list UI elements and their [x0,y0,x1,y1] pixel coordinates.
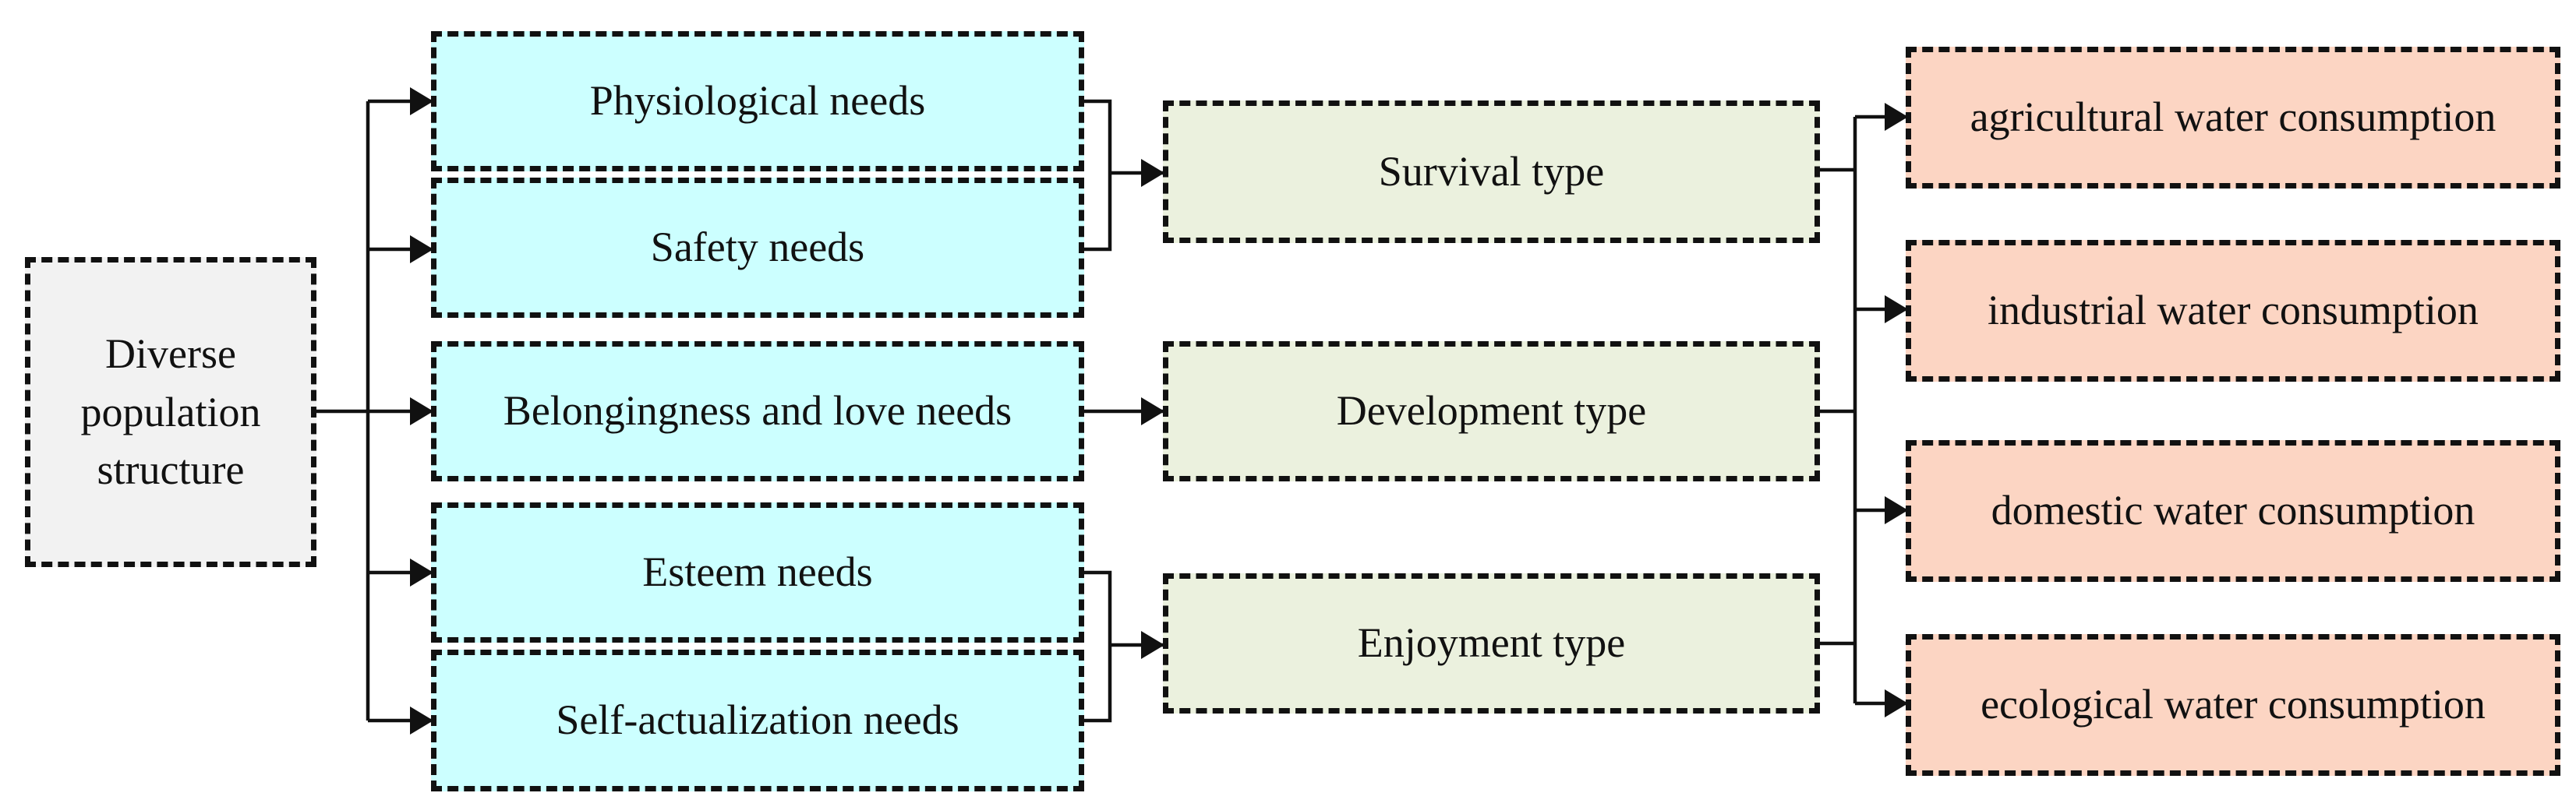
enjoyment-type-label: Enjoyment type [1357,619,1626,667]
arrowhead-industrial [1885,295,1908,323]
safety-needs-box: Safety needs [431,178,1084,318]
self-actualization-needs-box: Self-actualization needs [431,650,1084,791]
arrowhead-safety [410,235,433,263]
enjoyment-type-box: Enjoyment type [1163,573,1820,714]
source-label-line-1: Diverse [105,330,236,378]
belongingness-love-needs-box: Belongingness and love needs [431,341,1084,481]
belongingness-love-needs-label: Belongingness and love needs [503,387,1012,435]
diverse-population-structure-box: Diverse population structure [25,257,316,567]
arrowhead-belongingness [410,397,433,425]
arrowhead-enjoyment [1141,631,1164,659]
arrowhead-development [1141,397,1164,425]
development-type-box: Development type [1163,341,1820,481]
development-type-label: Development type [1336,387,1647,435]
ecological-water-consumption-label: ecological water consumption [1981,681,2486,728]
arrowhead-ecological [1885,689,1908,717]
source-label: Diverse population structure [81,325,261,499]
physiological-needs-box: Physiological needs [431,31,1084,171]
arrowhead-survival [1141,159,1164,187]
arrowhead-physiological [410,87,433,115]
domestic-water-consumption-label: domestic water consumption [1991,487,2475,534]
ecological-water-consumption-box: ecological water consumption [1906,634,2560,776]
industrial-water-consumption-label: industrial water consumption [1988,287,2479,334]
industrial-water-consumption-box: industrial water consumption [1906,240,2560,382]
agricultural-water-consumption-label: agricultural water consumption [1970,93,2496,141]
self-actualization-needs-label: Self-actualization needs [556,696,959,744]
survival-type-label: Survival type [1378,147,1605,195]
arrowhead-esteem [410,559,433,587]
domestic-water-consumption-box: domestic water consumption [1906,440,2560,582]
arrowhead-self-actualization [410,707,433,735]
esteem-needs-box: Esteem needs [431,502,1084,643]
source-label-line-3: structure [97,446,245,494]
agricultural-water-consumption-box: agricultural water consumption [1906,47,2560,189]
physiological-needs-label: Physiological needs [589,77,926,125]
arrowhead-agricultural [1885,103,1908,131]
source-label-line-2: population [80,388,261,435]
safety-needs-label: Safety needs [650,224,865,271]
esteem-needs-label: Esteem needs [642,548,873,596]
esteem-enjoyment-bracket [1082,570,1112,723]
arrowhead-domestic [1885,496,1908,524]
survival-type-box: Survival type [1163,100,1820,243]
physiological-survival-bracket [1082,99,1112,252]
